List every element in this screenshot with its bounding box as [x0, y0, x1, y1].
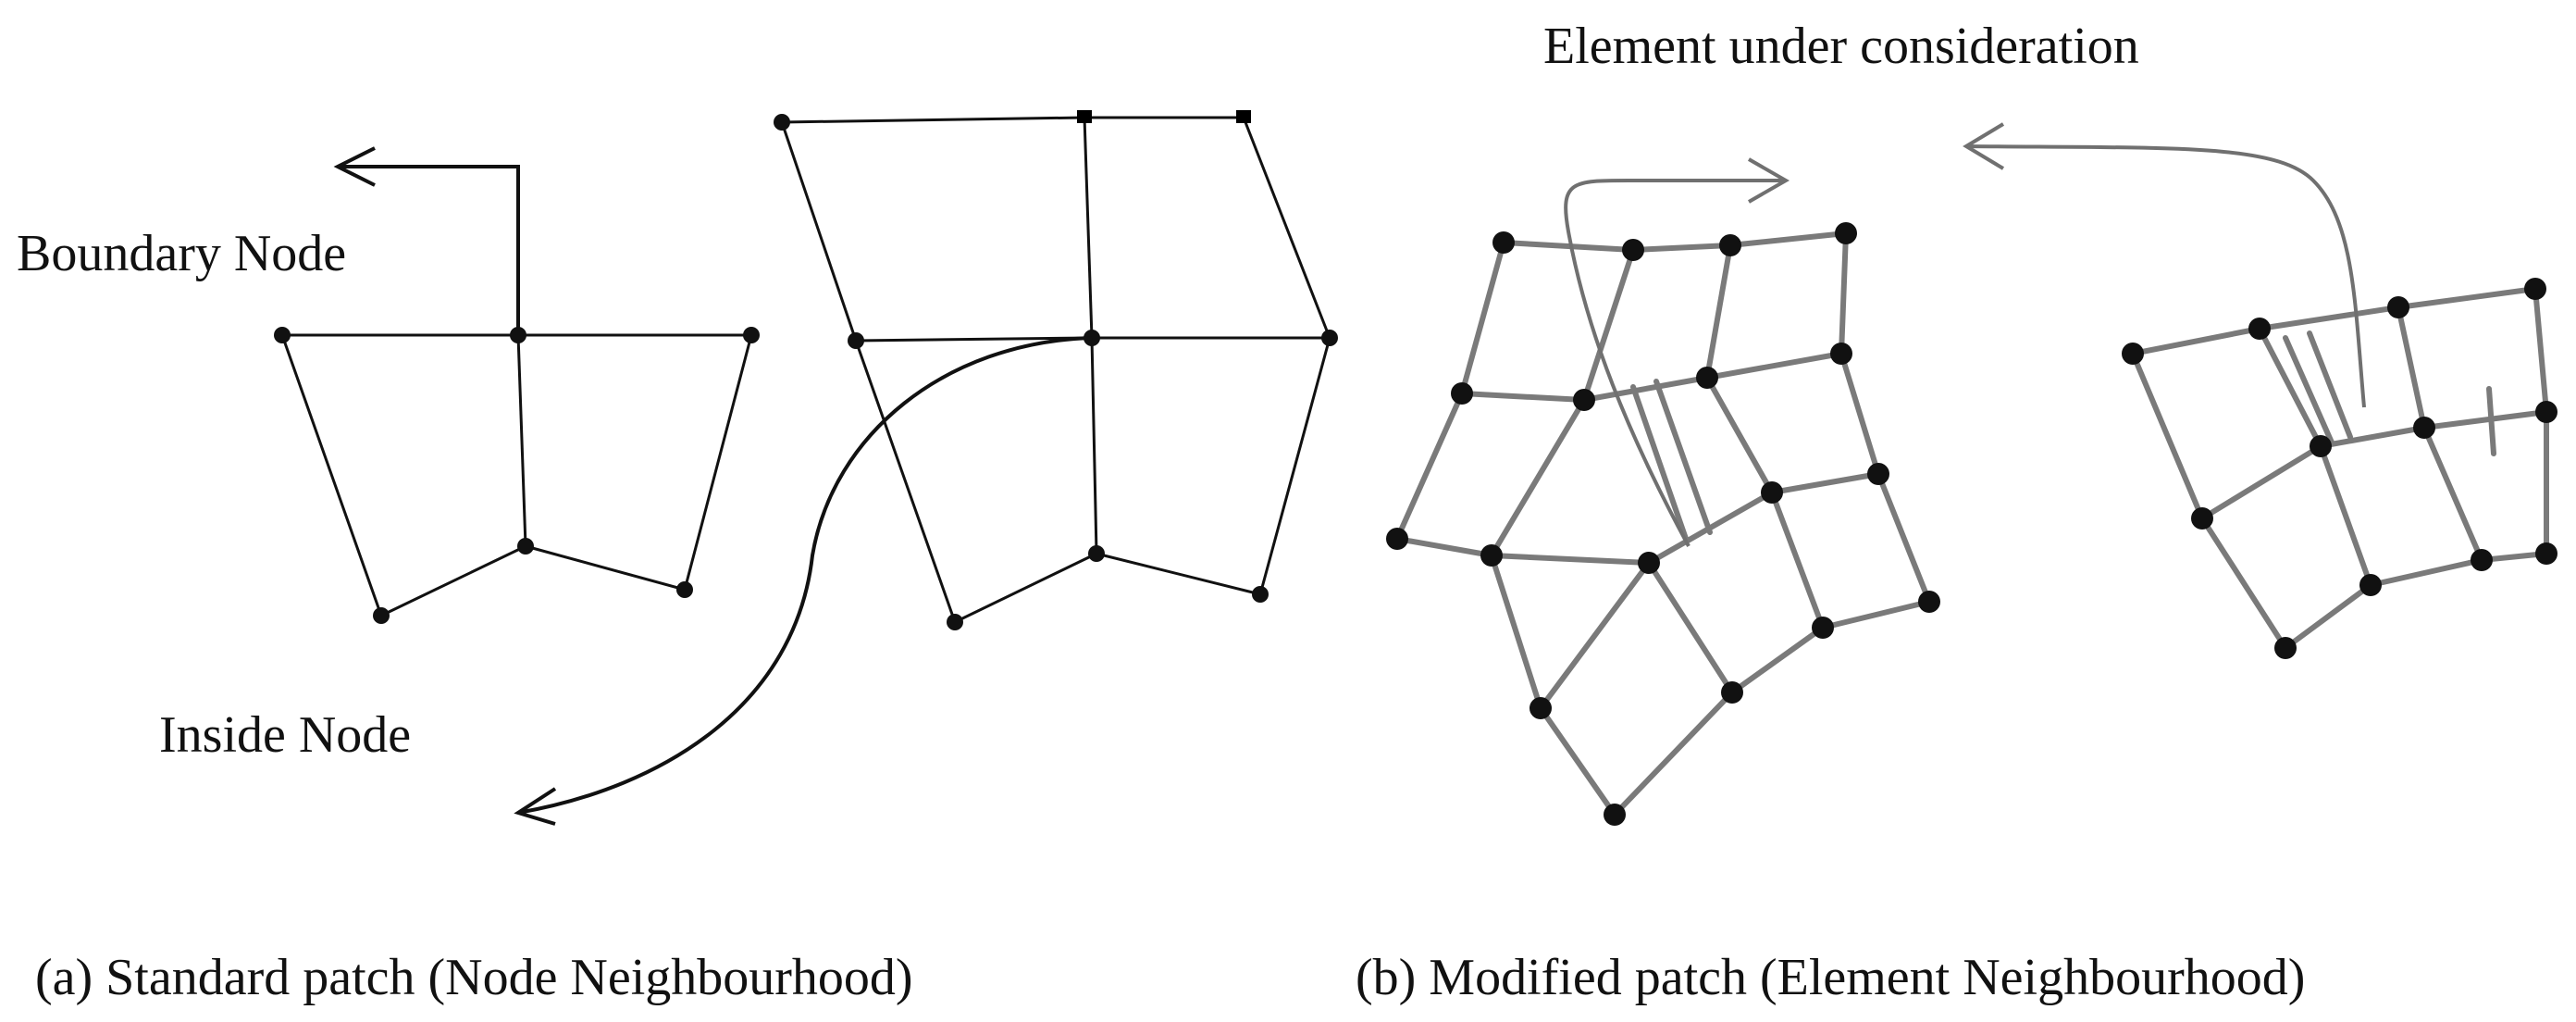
inside-node-arrow: [514, 336, 1093, 826]
boundary-node-label: Boundary Node: [17, 225, 346, 282]
standard-patch-left-nodes: [274, 327, 760, 624]
modified-patch-left-mesh: [1394, 231, 1932, 817]
standard-patch-right-nodes: [774, 110, 1338, 630]
modified-patch-left-nodes: [1386, 222, 1940, 826]
inside-node-label: Inside Node: [159, 706, 411, 764]
modified-patch-right-mesh: [2130, 286, 2549, 651]
element-arrow-left: [1564, 157, 1790, 547]
element-arrow-right: [1963, 122, 2366, 408]
boundary-node-arrow: [333, 146, 520, 335]
caption-modified-patch: (b) Modified patch (Element Neighbourhoo…: [1356, 949, 2305, 1006]
element-under-consideration-label: Element under consideration: [1543, 18, 2139, 75]
standard-patch-left-mesh: [280, 333, 753, 617]
caption-standard-patch: (a) Standard patch (Node Neighbourhood): [35, 949, 913, 1006]
modified-patch-right-nodes: [2122, 278, 2557, 659]
standard-patch-right-mesh: [780, 116, 1331, 624]
